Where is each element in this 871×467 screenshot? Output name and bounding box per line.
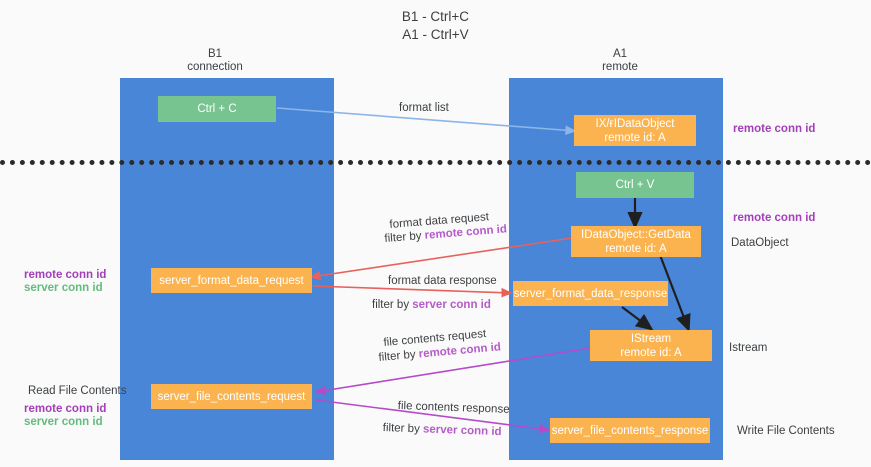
filter-prefix: filter by bbox=[384, 229, 426, 245]
node-server-file-contents-request-label: server_file_contents_request bbox=[157, 390, 306, 403]
node-server-format-data-response-label: server_format_data_response bbox=[513, 287, 668, 300]
node-ctrl-v[interactable]: Ctrl + V bbox=[576, 172, 694, 198]
node-dataobject-top[interactable]: ІX/ғIDataObject remote id: A bbox=[574, 115, 696, 146]
filter-prefix: filter by bbox=[372, 299, 413, 311]
lane-title-a1-line1: A1 bbox=[612, 48, 628, 60]
node-server-format-data-request-label: server_format_data_request bbox=[159, 274, 304, 287]
lane-title-b1-line1: B1 bbox=[207, 48, 223, 60]
right-label-dataobject: DataObject bbox=[731, 237, 789, 249]
filter-key-server-conn-id: server conn id bbox=[412, 299, 491, 311]
node-getdata-line2: remote id: A bbox=[605, 242, 667, 255]
right-label-istream: Istream bbox=[729, 342, 768, 354]
filter-prefix: filter by bbox=[378, 348, 420, 364]
node-server-file-contents-response-label: server_file_contents_response bbox=[551, 424, 709, 437]
node-getdata-line1: IDataObject::GetData bbox=[581, 228, 691, 241]
right-label-remote-conn-id-top: remote conn id bbox=[733, 123, 816, 135]
edge-label-format-list: format list bbox=[399, 102, 449, 114]
right-label-remote-conn-id-mid: remote conn id bbox=[733, 212, 816, 224]
node-istream-line1: IStream bbox=[630, 332, 672, 345]
edge-label-format-data-response-filter: filter by server conn id bbox=[372, 298, 491, 312]
edge-label-file-contents-response: file contents response bbox=[397, 399, 510, 416]
node-server-file-contents-response[interactable]: server_file_contents_response bbox=[550, 418, 710, 443]
edge-label-file-contents-response-filter: filter by server conn id bbox=[383, 421, 502, 439]
node-dataobject-top-line1: ІX/ғIDataObject bbox=[595, 117, 675, 130]
page-title-line2: A1 - Ctrl+V bbox=[402, 27, 469, 42]
node-ctrl-c[interactable]: Ctrl + C bbox=[158, 96, 276, 122]
node-idataobject-getdata[interactable]: IDataObject::GetData remote id: A bbox=[571, 226, 701, 257]
lane-title-b1-line2: connection bbox=[187, 61, 243, 73]
edge-label-format-data-response: format data response bbox=[388, 275, 497, 287]
filter-key-server-conn-id: server conn id bbox=[422, 423, 502, 439]
section-divider bbox=[0, 160, 871, 165]
left-label-remote-conn-id-mid: remote conn id bbox=[24, 269, 107, 281]
node-server-file-contents-request[interactable]: server_file_contents_request bbox=[151, 384, 312, 409]
node-dataobject-top-line2: remote id: A bbox=[604, 131, 666, 144]
right-label-write-file-contents: Write File Contents bbox=[737, 425, 835, 437]
lane-title-a1-line2: remote bbox=[602, 61, 638, 73]
left-label-server-conn-id-bottom: server conn id bbox=[24, 416, 103, 428]
node-server-format-data-response[interactable]: server_format_data_response bbox=[513, 281, 668, 306]
left-label-server-conn-id-mid: server conn id bbox=[24, 282, 103, 294]
node-istream-line2: remote id: A bbox=[620, 346, 682, 359]
filter-prefix: filter by bbox=[382, 421, 424, 436]
node-ctrl-c-label: Ctrl + C bbox=[197, 103, 237, 115]
left-label-remote-conn-id-bottom: remote conn id bbox=[24, 403, 107, 415]
left-label-read-file-contents: Read File Contents bbox=[28, 385, 127, 397]
node-istream[interactable]: IStream remote id: A bbox=[590, 330, 712, 361]
node-server-format-data-request[interactable]: server_format_data_request bbox=[151, 268, 312, 293]
page-title-line1: B1 - Ctrl+C bbox=[401, 9, 470, 24]
node-ctrl-v-label: Ctrl + V bbox=[615, 179, 655, 191]
